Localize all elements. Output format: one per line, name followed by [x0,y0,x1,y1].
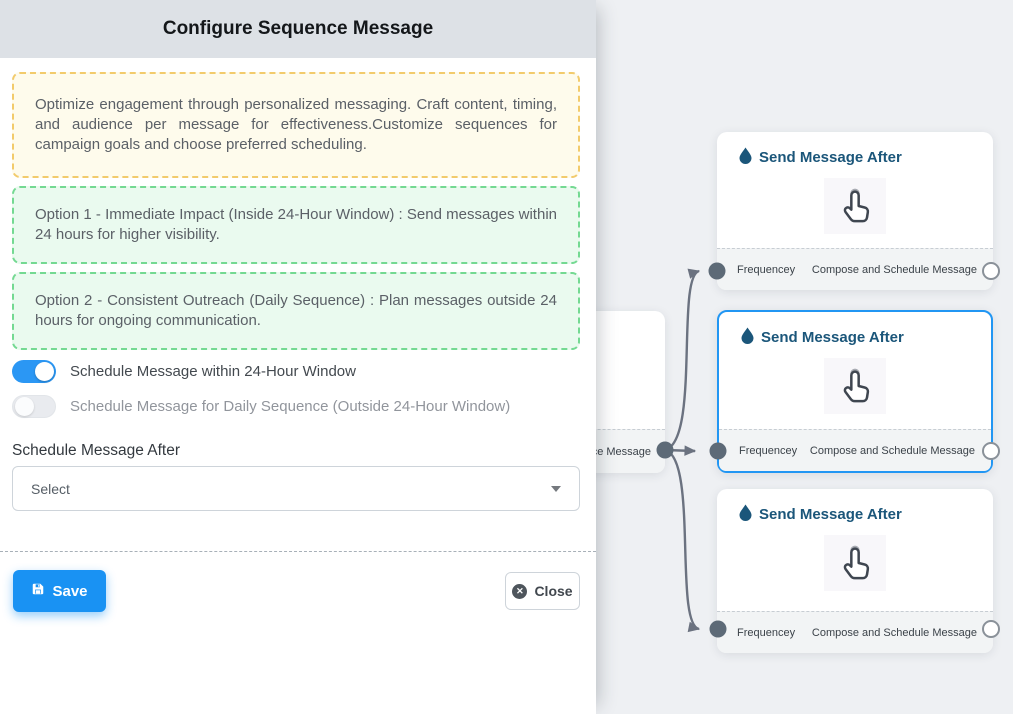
droplet-icon [739,504,752,525]
edge-source-to-node2 [664,445,697,456]
node-footer: Frequencey Compose and Schedule Message [719,429,991,471]
edge-source-to-node1 [664,268,701,452]
description-text: Optimize engagement through personalized… [35,96,557,153]
close-button-label: Close [534,583,573,599]
compose-handle-label: Compose and Schedule Message [811,626,977,639]
toggle-row-daily-sequence: Schedule Message for Daily Sequence (Out… [12,395,510,418]
compose-handle-label: Compose and Schedule Message [811,263,977,276]
schedule-after-select[interactable]: Select [12,466,580,511]
configure-sequence-panel: Configure Sequence Message Optimize enga… [0,0,596,612]
toggle-within-24h-label: Schedule Message within 24-Hour Window [70,363,356,380]
option1-text: Option 1 - Immediate Impact (Inside 24-H… [35,206,557,243]
toggle-daily-sequence[interactable] [12,395,56,418]
node-title-label: Send Message After [759,149,902,166]
flow-node-send-message-after-1[interactable]: Send Message After Frequencey Compose an… [717,132,993,290]
frequency-handle-label: Frequencey [739,444,798,457]
caret-down-icon [551,485,561,492]
save-icon [31,582,45,600]
close-button[interactable]: ✕ Close [505,572,580,610]
toggle-knob [35,362,54,381]
node-footer: Frequencey Compose and Schedule Message [717,248,993,290]
droplet-icon [741,327,754,348]
option2-note: Option 2 - Consistent Outreach (Daily Se… [12,272,580,350]
node-title-label: Send Message After [761,329,904,346]
close-circle-icon: ✕ [512,583,528,599]
option1-note: Option 1 - Immediate Impact (Inside 24-H… [12,186,580,264]
tap-hand-icon[interactable] [824,178,886,234]
source-node-footer-label: ce Message [591,445,651,458]
compose-handle-label: Compose and Schedule Message [809,444,975,457]
node-footer: Frequencey Compose and Schedule Message [717,611,993,653]
tap-hand-icon[interactable] [824,535,886,591]
toggle-within-24h[interactable] [12,360,56,383]
footer-divider [0,551,596,552]
option2-text: Option 2 - Consistent Outreach (Daily Se… [35,292,557,329]
page-title: Configure Sequence Message [162,18,434,39]
node-title-label: Send Message After [759,506,902,523]
frequency-handle-label: Frequencey [737,626,796,639]
toggle-daily-sequence-label: Schedule Message for Daily Sequence (Out… [70,398,511,415]
save-button-label: Save [52,582,88,600]
toggle-row-within-24h: Schedule Message within 24-Hour Window [12,360,356,383]
save-button[interactable]: Save [13,570,106,612]
toggle-knob [15,397,34,416]
flow-node-send-message-after-3[interactable]: Send Message After Frequencey Compose an… [717,489,993,653]
edge-source-to-node3 [664,448,701,633]
select-value: Select [31,480,70,497]
tap-hand-icon[interactable] [824,358,886,414]
droplet-icon [739,147,752,168]
panel-header: Configure Sequence Message [0,0,596,58]
schedule-after-label: Schedule Message After [12,442,181,459]
frequency-handle-label: Frequencey [737,263,796,276]
flow-node-send-message-after-2[interactable]: Send Message After Frequencey Compose an… [717,310,993,473]
description-note: Optimize engagement through personalized… [12,72,580,178]
